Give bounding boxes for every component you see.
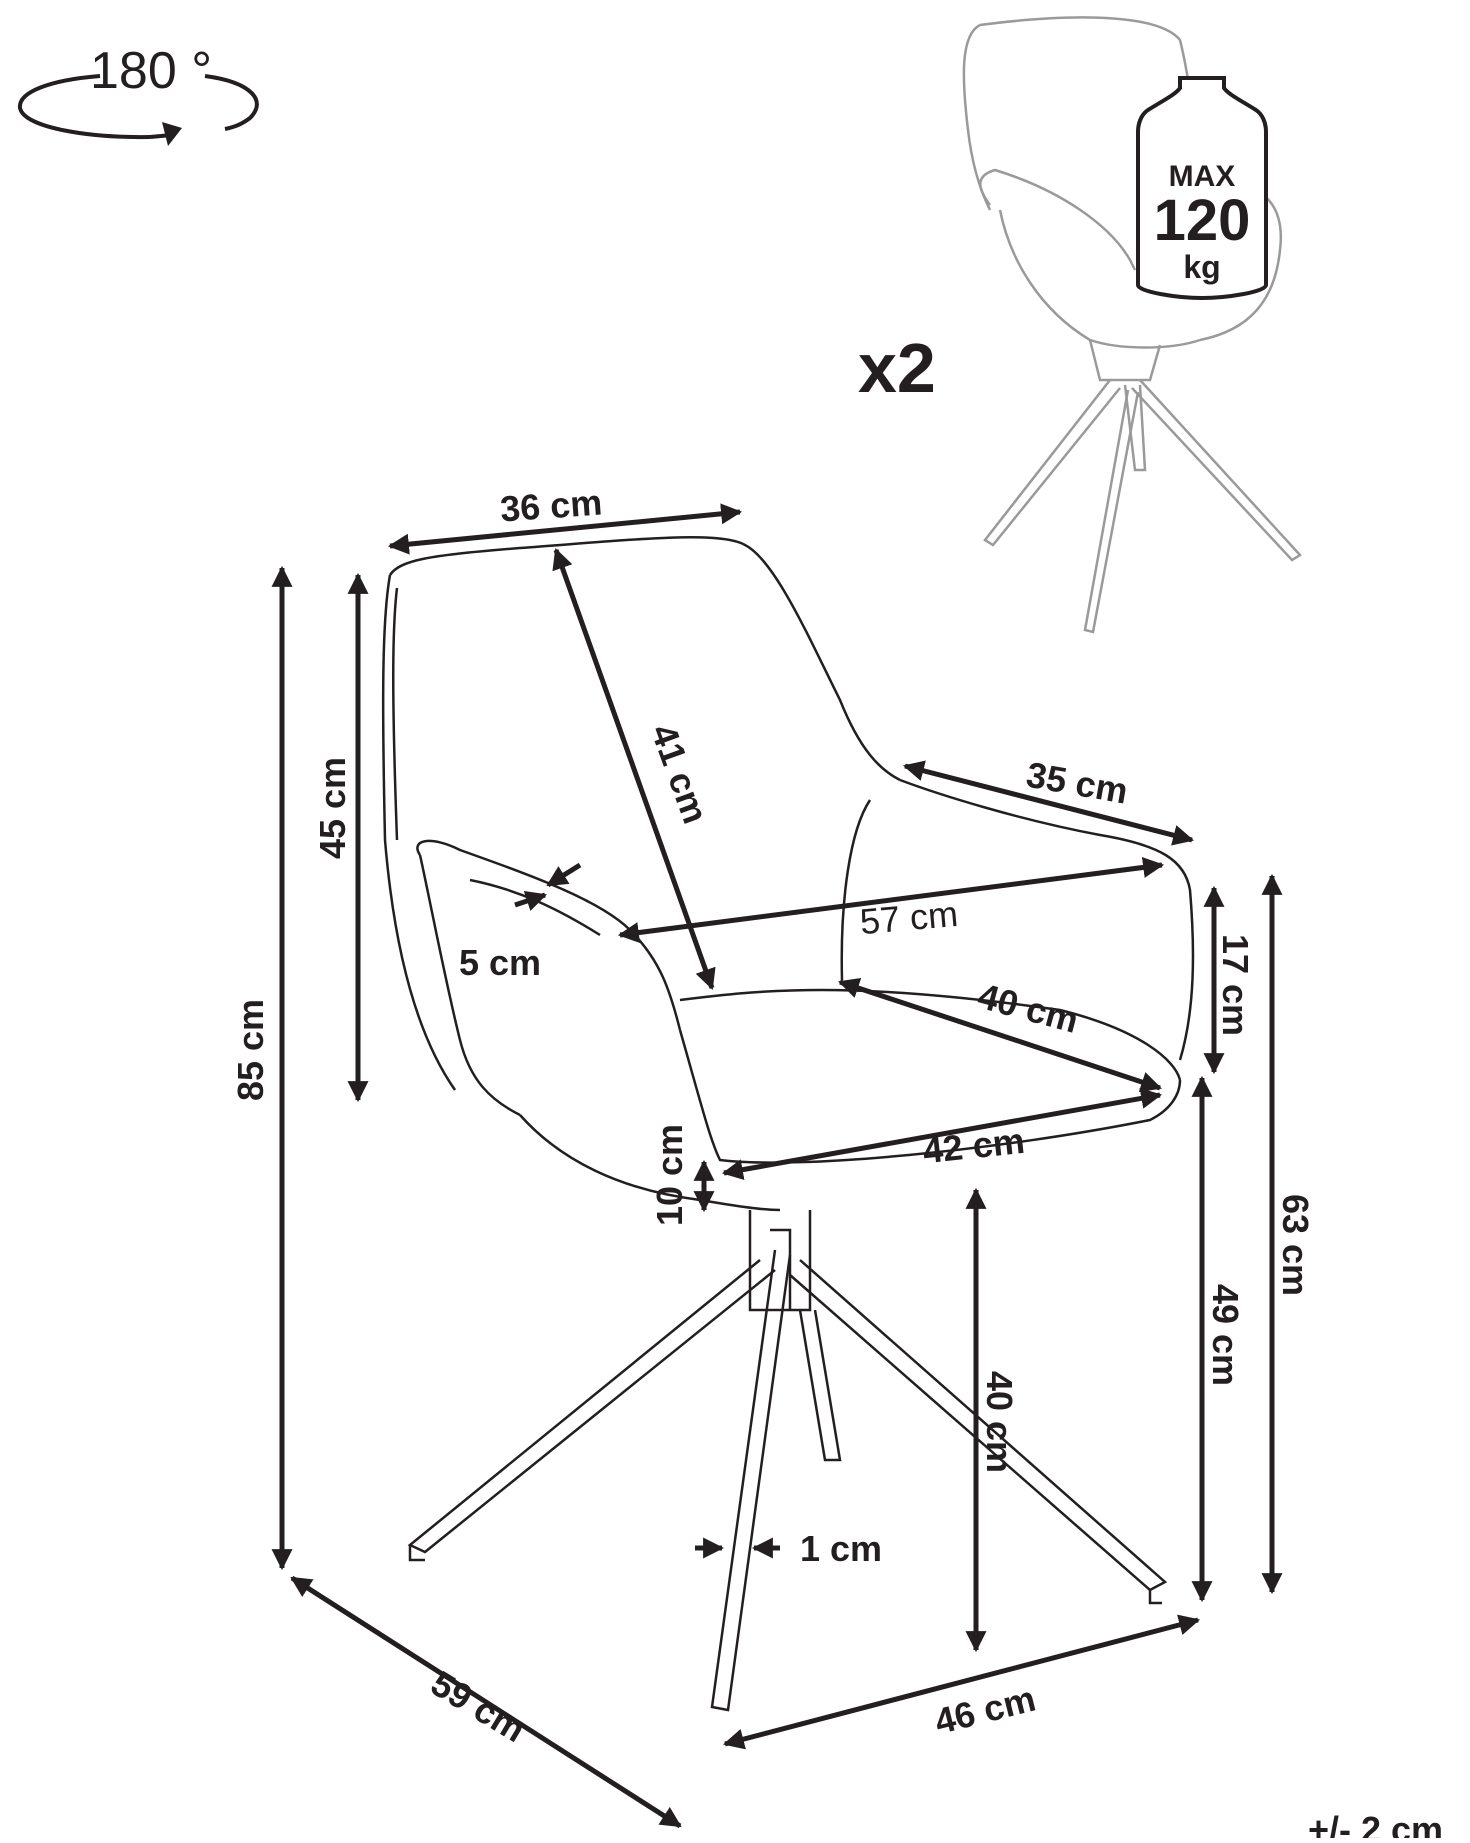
main-chair-outline [381, 535, 1195, 1712]
label-backrest-width: 36 cm [499, 482, 604, 530]
quantity-label: x2 [858, 329, 936, 407]
label-seat-height-front: 49 cm [1205, 1284, 1246, 1386]
label-armrest-height: 17 cm [1215, 934, 1256, 1036]
weight-max-label: MAX [1169, 160, 1236, 193]
label-armrest-thickness: 5 cm [459, 942, 541, 983]
label-seat-floor-height: 40 cm [979, 1371, 1020, 1473]
tolerance-note: +/- 2 cm [1308, 1809, 1443, 1838]
rotation-label: 180 ° [90, 42, 212, 100]
weight-value: 120 [1154, 188, 1251, 253]
label-leg-width: 1 cm [800, 1528, 882, 1569]
rotate-icon: 180 ° [17, 42, 259, 146]
label-seat-width: 42 cm [921, 1120, 1027, 1171]
dimension-lines [271, 503, 1283, 1829]
weight-unit: kg [1183, 249, 1220, 285]
label-total-width: 57 cm [858, 893, 959, 942]
weight-icon: MAX 120 kg [1136, 76, 1268, 301]
label-backrest-height: 41 cm [643, 719, 716, 829]
label-back-height: 45 cm [312, 757, 353, 859]
label-seat-thickness: 10 cm [649, 1124, 690, 1226]
label-base-depth: 59 cm [424, 1662, 533, 1750]
label-total-height: 85 cm [230, 999, 271, 1101]
label-armrest-floor-height: 63 cm [1275, 1194, 1316, 1296]
